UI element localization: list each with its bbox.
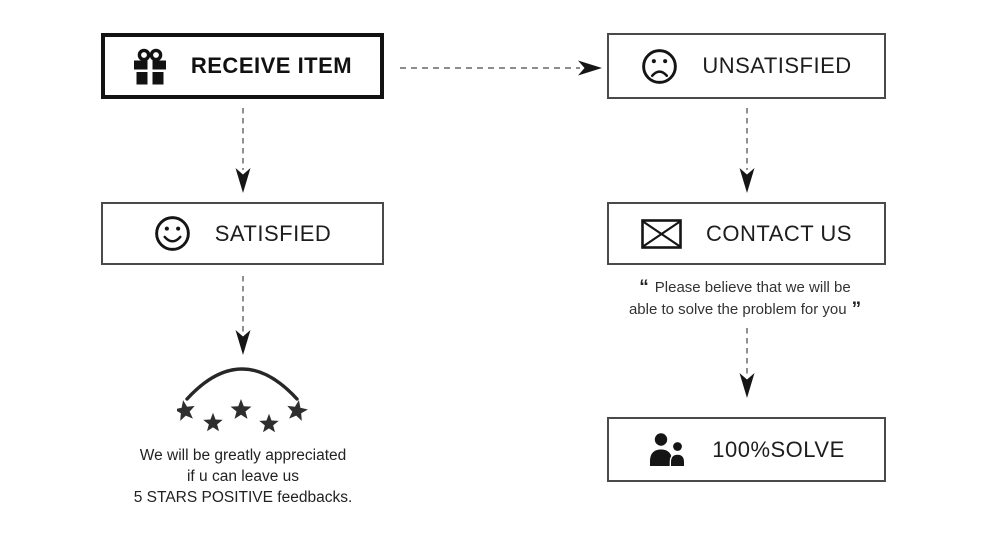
arrow-satisfied-to-stars [235, 276, 251, 355]
node-unsatisfied-label: UNSATISFIED [702, 53, 852, 78]
node-receive-item-label: RECEIVE ITEM [190, 53, 353, 78]
people-icon [648, 433, 688, 466]
appreciation-line-3: 5 STARS POSITIVE feedbacks. [133, 489, 353, 506]
node-unsatisfied: UNSATISFIED [607, 33, 886, 99]
node-satisfied: SATISFIED [101, 202, 384, 265]
arrow-contact-to-solve [739, 328, 755, 398]
stars-arc [185, 367, 299, 401]
node-solve-label: 100%SOLVE [712, 436, 845, 462]
happy-face-icon [154, 215, 191, 252]
quote-line-1: Please believe that we will be [654, 279, 851, 296]
close-quote-mark: ” [851, 299, 862, 320]
arrow-unsatisfied-to-contact [739, 108, 755, 193]
node-receive-item: RECEIVE ITEM [101, 33, 384, 99]
envelope-icon [641, 218, 682, 249]
sad-face-icon [641, 48, 678, 85]
node-satisfied-label: SATISFIED [214, 220, 332, 246]
quote-line-2: able to solve the problem for you [628, 301, 847, 318]
reassurance-quote: “ Please believe that we will be able to … [595, 276, 895, 320]
gift-icon [133, 48, 167, 85]
arrow-receive-to-satisfied [235, 108, 251, 193]
appreciation-line-2: if u can leave us [186, 468, 299, 485]
arrow-receive-to-unsatisfied [400, 60, 602, 76]
node-solve: 100%SOLVE [607, 417, 886, 482]
five-stars-icon [177, 399, 308, 433]
appreciation-text: We will be greatly appreciated if u can … [98, 445, 388, 508]
open-quote-mark: “ [639, 277, 649, 298]
node-contact-us: CONTACT US [607, 202, 886, 265]
node-contact-us-label: CONTACT US [706, 220, 852, 246]
appreciation-line-1: We will be greatly appreciated [139, 447, 347, 464]
